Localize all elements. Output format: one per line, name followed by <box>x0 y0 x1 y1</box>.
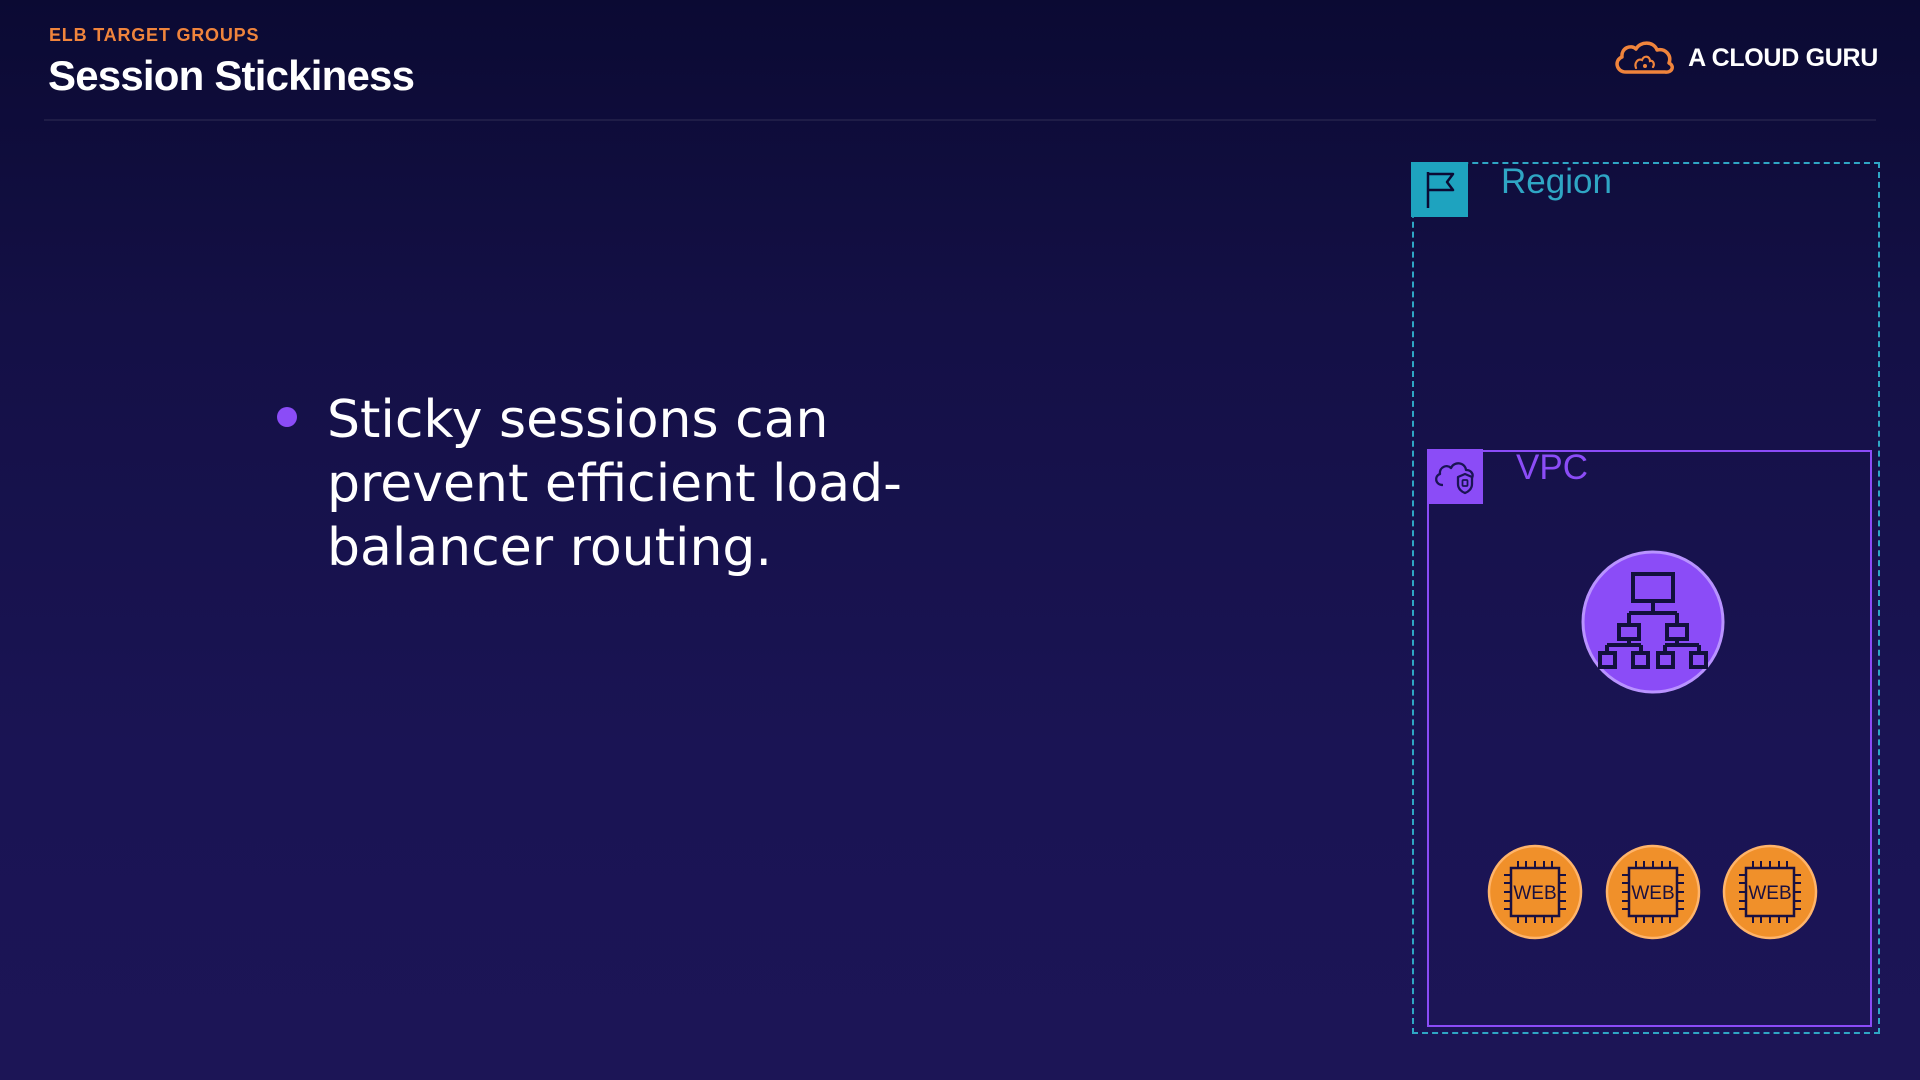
cloud-logo-icon <box>1615 41 1675 74</box>
vpc-cloud-shield-icon <box>1435 462 1474 495</box>
region-boundary <box>1412 162 1880 1034</box>
instance-label: WEB <box>1631 883 1674 904</box>
region-tag <box>1411 162 1468 217</box>
ec2-instance-icon: WEB <box>1605 844 1701 940</box>
region-label: Region <box>1501 162 1612 201</box>
brand-name: A CLOUD GURU <box>1688 43 1878 72</box>
bullet-item: Sticky sessions can prevent efficient lo… <box>327 390 902 578</box>
vpc-boundary <box>1427 450 1872 1027</box>
instance-label: WEB <box>1748 883 1791 904</box>
ec2-instance-icon: WEB <box>1722 844 1818 940</box>
brand-logo: A CLOUD GURU <box>1612 38 1878 78</box>
vpc-label: VPC <box>1516 448 1588 487</box>
header-divider <box>44 119 1876 121</box>
section-eyebrow: ELB TARGET GROUPS <box>49 25 260 45</box>
ec2-instance-icon: WEB <box>1487 844 1583 940</box>
instance-label: WEB <box>1513 883 1556 904</box>
vpc-tag <box>1427 449 1483 504</box>
flag-icon <box>1426 172 1455 208</box>
bullet-marker <box>277 407 297 427</box>
elastic-load-balancer-icon <box>1581 550 1725 694</box>
page-title: Session Stickiness <box>48 52 415 99</box>
